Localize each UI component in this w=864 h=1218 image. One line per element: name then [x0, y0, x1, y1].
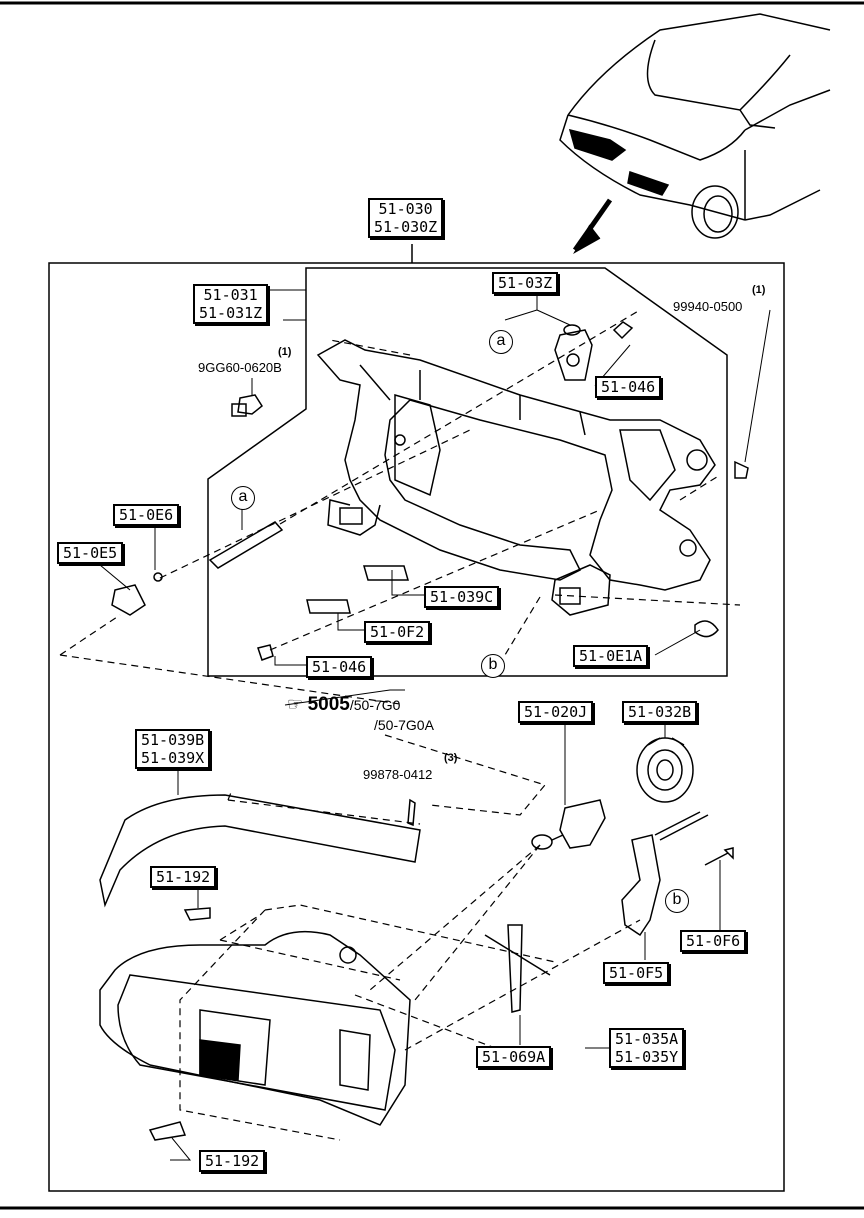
label-adjuster: 51-03Z — [492, 272, 559, 294]
screw-99878-drawing — [407, 798, 416, 827]
label-bracket-e6: 51-0E6 — [113, 504, 180, 526]
label-screw-top: 51-046 — [595, 376, 662, 398]
reference-note: ☞ 5005/50-7G0 — [287, 694, 400, 716]
label-assy-top-line2: 51-030Z — [374, 218, 438, 236]
frame-group-outline — [207, 267, 728, 677]
label-bulb: 51-020J — [518, 701, 594, 723]
label-screw-0f6: 51-0F6 — [680, 930, 747, 952]
label-assy-top-line1: 51-030 — [378, 200, 433, 218]
label-lamp-unit-line1: 51-035A — [615, 1030, 679, 1048]
car-illustration — [559, 13, 831, 254]
assembly-box — [48, 262, 785, 1192]
pointing-hand-icon: ☞ — [287, 694, 304, 714]
nut-qty: (1) — [752, 284, 766, 296]
callout-a-bolt: a — [231, 486, 255, 510]
bolt-part-number: 9GG60-0620B — [198, 360, 282, 375]
dashed-leaders — [59, 309, 741, 1141]
screw-0f6-drawing — [704, 847, 734, 866]
clip-top-drawing — [183, 907, 211, 921]
label-lamp-unit: 51-035A 51-035Y — [609, 1028, 685, 1068]
reference-number: 5005 — [307, 694, 350, 715]
label-frame: 51-031 51-031Z — [193, 284, 269, 324]
screw-qty: (3) — [444, 752, 458, 764]
label-clip-bottom: 51-192 — [199, 1150, 266, 1172]
fasteners — [111, 321, 749, 661]
molding-drawing — [99, 794, 421, 908]
screw-part-number: 99878-0412 — [363, 767, 433, 782]
label-frame-line2: 51-031Z — [199, 304, 263, 322]
label-bracket-0f5: 51-0F5 — [603, 962, 670, 984]
reference-page-1: /50-7G0 — [349, 697, 401, 713]
label-lamp-unit-line2: 51-035Y — [615, 1048, 679, 1066]
label-assy-top: 51-030 51-030Z — [368, 198, 444, 238]
label-plate-039c: 51-039C — [424, 586, 500, 608]
label-molding-line1: 51-039B — [141, 731, 205, 749]
label-molding-line2: 51-039X — [141, 749, 205, 767]
aiming-bracket-drawing — [621, 811, 709, 937]
label-screw-bottom: 51-046 — [306, 656, 373, 678]
socket-drawing — [636, 737, 694, 803]
lamp-unit-drawing — [99, 930, 411, 1126]
callout-a-top: a — [489, 330, 513, 354]
bolt-qty: (1) — [278, 346, 292, 358]
label-grommet: 51-0E1A — [573, 645, 649, 667]
label-wire: 51-069A — [476, 1046, 552, 1068]
label-plate-0f2: 51-0F2 — [364, 621, 431, 643]
callout-b-bracket: b — [665, 889, 689, 913]
bulb-drawing — [531, 799, 606, 850]
frame-bracket-drawing — [316, 339, 716, 616]
reference-page-2: /50-7G0A — [374, 717, 434, 733]
reference-note-2: /50-7G0A — [374, 717, 434, 735]
label-socket: 51-032B — [622, 701, 698, 723]
callout-b-frame: b — [481, 654, 505, 678]
label-bracket-e5: 51-0E5 — [57, 542, 124, 564]
clip-bottom-drawing — [148, 1121, 187, 1141]
wire-drawing — [484, 924, 551, 1013]
label-frame-line1: 51-031 — [203, 286, 258, 304]
label-clip-top: 51-192 — [150, 866, 217, 888]
label-molding: 51-039B 51-039X — [135, 729, 211, 769]
nut-part-number: 99940-0500 — [673, 299, 743, 314]
